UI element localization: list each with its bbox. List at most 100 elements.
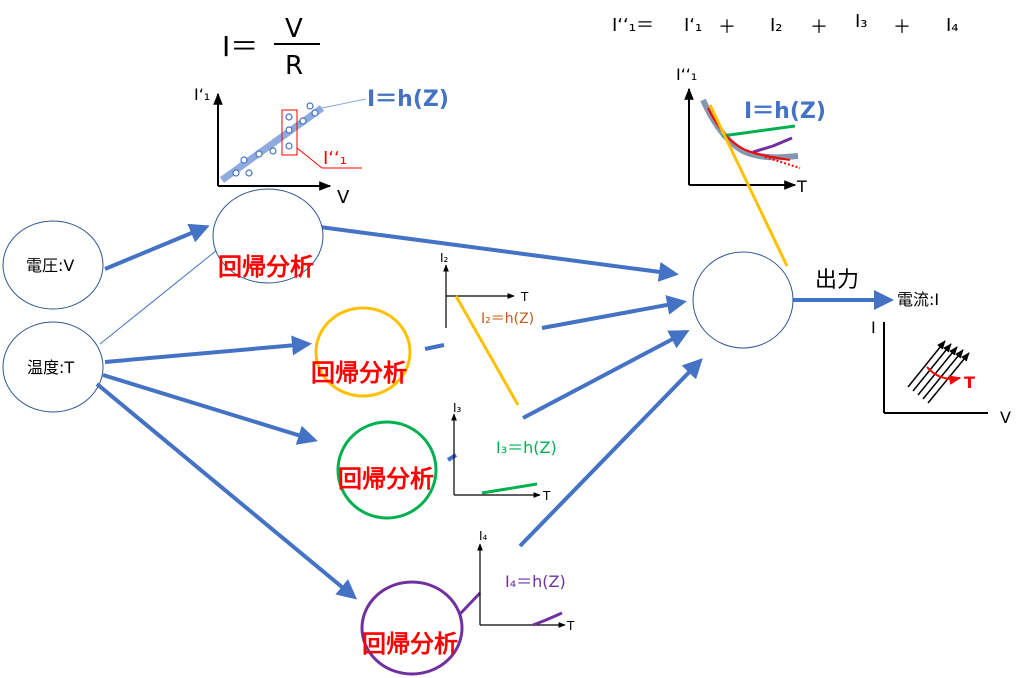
graph1-point <box>285 142 293 150</box>
graph1-point <box>269 147 277 155</box>
combined-orange-line <box>708 104 789 267</box>
sum-term-2: I₂ <box>770 15 783 36</box>
graph1-data-points <box>232 102 319 177</box>
regression-node-1: 回帰分析 <box>212 188 324 284</box>
iv-graph: I V T <box>871 318 1011 427</box>
arrow-reg2-to-sum <box>541 295 687 330</box>
graph1-xlabel: V <box>337 187 350 208</box>
graph1-callout-label: I‘‘₁ <box>323 148 347 169</box>
combined-graph: I‘‘₁ T I＝h(Z) <box>676 65 826 267</box>
output-target-label: 電流:I <box>897 290 939 309</box>
regression-circle-3 <box>336 420 438 520</box>
graph4-fit-label: I₄＝h(Z) <box>505 572 566 591</box>
iv-line <box>922 349 964 400</box>
iv-ylabel: I <box>871 318 876 337</box>
graph1-highlight-box <box>281 109 298 156</box>
graph-1: I‘₁ V I‘‘₁ I＝h(Z) <box>194 85 449 208</box>
arrow-reg3-stub <box>446 453 458 462</box>
voltage-node-circle <box>2 220 104 310</box>
iv-temperature-arrow <box>926 366 962 385</box>
ohm-denominator: R <box>285 51 303 81</box>
graph2-xlabel: T <box>520 290 529 304</box>
regression-circle-4 <box>360 580 464 676</box>
sum-lhs: I‘‘₁＝ <box>612 15 654 36</box>
sum-formula: I‘‘₁＝ I‘₁ ＋ I₂ ＋ I₃ ＋ I₄ <box>612 11 959 38</box>
sum-node-circle <box>692 251 794 349</box>
sum-op-2: ＋ <box>810 17 828 38</box>
reg4-to-graph4-line <box>458 591 482 616</box>
graph1-point <box>232 169 240 177</box>
graph2-ylabel: I₂ <box>440 251 449 265</box>
arrow-reg2-stub <box>424 343 445 351</box>
arrow-temp-to-reg1-thin <box>99 244 224 345</box>
iv-line <box>907 340 946 388</box>
temperature-node-label: 温度:T <box>27 358 74 377</box>
iv-xlabel: V <box>1000 408 1011 427</box>
arrow-voltage-to-reg1 <box>104 223 210 271</box>
sum-term-4: I₄ <box>946 15 959 36</box>
graph2-fit-label: I₂＝h(Z) <box>481 311 534 327</box>
regression-label-3: 回帰分析 <box>338 465 434 493</box>
combined-ylabel: I‘‘₁ <box>676 65 697 84</box>
graph1-point <box>285 113 293 121</box>
regression-label-2: 回帰分析 <box>311 359 407 387</box>
arrow-temp-to-reg4 <box>95 382 358 600</box>
arrow-reg3-to-sum <box>522 330 690 420</box>
regression-label-1: 回帰分析 <box>218 253 314 281</box>
graph1-point <box>240 156 248 164</box>
temperature-node-circle <box>2 321 104 413</box>
arrow-temp-to-reg2 <box>104 335 312 364</box>
iv-line <box>917 346 958 396</box>
graph1-point <box>299 117 307 125</box>
combined-purple-line <box>752 136 793 154</box>
graph4-xlabel: T <box>566 619 575 633</box>
ohm-numerator: V <box>285 14 303 44</box>
graph3-xlabel: T <box>542 489 551 503</box>
graph-3: I₃ T I₃＝h(Z) <box>451 401 557 503</box>
input-node-temperature: 温度:T <box>2 321 104 413</box>
graph1-point <box>306 102 314 110</box>
iv-line <box>912 343 952 392</box>
combined-red-curve <box>707 107 791 161</box>
graph3-curve <box>481 482 538 495</box>
output-label: 出力 <box>815 268 859 293</box>
graph2-curve <box>454 295 520 406</box>
combined-green-line <box>721 124 796 138</box>
graph1-point <box>285 126 293 134</box>
combined-xlabel: T <box>796 177 807 196</box>
graph1-ylabel: I‘₁ <box>194 85 210 104</box>
graph1-callout-leader <box>296 147 323 169</box>
graph4-curve <box>532 611 563 627</box>
sum-op-1: ＋ <box>718 17 736 38</box>
sum-term-3: I₃ <box>855 11 868 32</box>
graph1-point <box>255 150 263 158</box>
flow-arrows <box>95 223 894 600</box>
voltage-node-label: 電圧:V <box>26 256 74 275</box>
regression-node-3: 回帰分析 <box>336 420 438 520</box>
graph1-fit-line <box>219 105 325 183</box>
arrow-temp-to-reg3 <box>102 373 318 445</box>
arrow-reg1-to-sum <box>319 225 679 282</box>
regression-circle-1 <box>212 188 324 284</box>
graph1-fit-label: I＝h(Z) <box>367 87 449 112</box>
regression-node-4: 回帰分析 <box>360 580 464 676</box>
combined-fit-label: I＝h(Z) <box>744 99 826 124</box>
graph4-ylabel: I₄ <box>479 529 488 543</box>
graph3-ylabel: I₃ <box>453 401 462 415</box>
sum-term-1: I‘₁ <box>684 15 702 36</box>
graph-2: I₂ T I₂＝h(Z) <box>440 251 534 406</box>
input-node-voltage: 電圧:V <box>2 220 104 310</box>
regression-label-4: 回帰分析 <box>362 630 458 658</box>
arrow-reg4-to-sum <box>518 358 703 548</box>
regression-circle-2 <box>314 306 412 398</box>
sum-op-3: ＋ <box>893 17 911 38</box>
graph1-fit-leader <box>321 98 367 109</box>
combined-gray-curve <box>700 98 799 161</box>
regression-node-2: 回帰分析 <box>311 306 412 398</box>
ohm-formula: I＝ V R <box>222 14 320 81</box>
iv-temperature-label: T <box>964 373 975 392</box>
graph1-point <box>245 169 253 177</box>
graph-4: I₄ T I₄＝h(Z) <box>477 529 575 633</box>
graph1-point <box>311 109 319 117</box>
graph3-fit-label: I₃＝h(Z) <box>496 438 557 457</box>
